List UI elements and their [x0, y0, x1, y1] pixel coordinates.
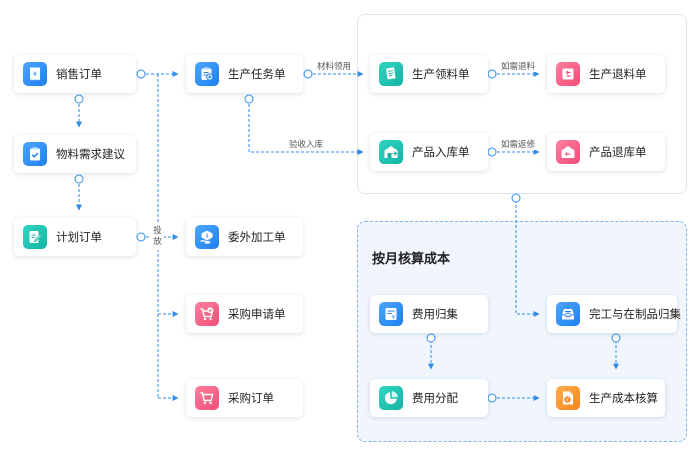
node-product-return-label: 产品退库单	[589, 145, 647, 159]
pie-chart-icon	[379, 386, 403, 410]
edit-document-icon	[23, 225, 47, 249]
edge-label-receipt-inbound: 验收入库	[288, 140, 325, 150]
port-requisition-right	[487, 69, 497, 79]
port-allocation-right	[487, 393, 497, 403]
edge-group-to-wip	[515, 200, 540, 317]
edge-label-issue: 投 放	[151, 224, 164, 250]
svg-text:¥: ¥	[33, 70, 37, 78]
node-expense-collection-label: 费用归集	[412, 307, 458, 321]
task-settings-icon	[195, 62, 219, 86]
node-material-suggestion-label: 物料需求建议	[56, 147, 125, 161]
node-purchase-order-label: 采购订单	[228, 391, 274, 405]
document-yen-icon: ¥	[556, 386, 580, 410]
node-material-return[interactable]: 生产退料单	[547, 55, 665, 93]
node-expense-collection[interactable]: ¥ 费用归集	[370, 295, 488, 333]
hand-box-icon	[195, 225, 219, 249]
node-sales-order-label: 销售订单	[56, 67, 102, 81]
node-material-return-label: 生产退料单	[589, 67, 647, 81]
node-plan-order[interactable]: 计划订单	[14, 218, 136, 256]
node-material-requisition[interactable]: 生产领料单	[370, 55, 488, 93]
port-collection-bottom	[426, 333, 436, 343]
edge-label-issue-char-1: 投	[153, 226, 162, 236]
node-plan-order-label: 计划订单	[56, 230, 102, 244]
node-sales-order[interactable]: ¥ 销售订单	[14, 55, 136, 93]
invoice-yen-icon: ¥	[379, 302, 403, 326]
port-sales-bottom	[74, 94, 84, 104]
node-purchase-request-label: 采购申请单	[228, 307, 286, 321]
cart-check-icon	[195, 302, 219, 326]
node-product-return[interactable]: 产品退库单	[547, 133, 665, 171]
node-production-task[interactable]: 生产任务单	[186, 55, 303, 93]
cart-icon	[195, 386, 219, 410]
node-product-inbound[interactable]: 产品入库单	[370, 133, 488, 171]
receipt-icon: ¥	[23, 62, 47, 86]
node-product-inbound-label: 产品入库单	[412, 145, 470, 159]
node-purchase-request[interactable]: 采购申请单	[186, 295, 303, 333]
warehouse-in-icon	[379, 140, 403, 164]
port-plan-right	[136, 232, 146, 242]
node-cost-accounting[interactable]: ¥ 生产成本核算	[547, 379, 665, 417]
node-wip-collection[interactable]: 完工与在制品归集	[547, 295, 681, 333]
warehouse-return-icon	[556, 140, 580, 164]
port-task-right	[303, 69, 313, 79]
notebook-icon	[379, 62, 403, 86]
cost-group-title: 按月核算成本	[372, 252, 451, 267]
node-outsourcing-label: 委外加工单	[228, 230, 286, 244]
node-production-task-label: 生产任务单	[228, 67, 286, 81]
edge-label-return-material: 如需退料	[500, 62, 537, 72]
node-outsourcing[interactable]: 委外加工单	[186, 218, 303, 256]
node-material-requisition-label: 生产领料单	[412, 67, 470, 81]
edge-label-return-repair: 如需返修	[500, 140, 537, 150]
node-expense-allocation-label: 费用分配	[412, 391, 458, 405]
edge-label-issue-char-2: 放	[153, 237, 162, 247]
inbox-tray-icon	[556, 302, 580, 326]
port-sales-right	[136, 69, 146, 79]
return-box-icon	[556, 62, 580, 86]
port-task-bottom	[244, 94, 254, 104]
node-material-suggestion[interactable]: 物料需求建议	[14, 135, 136, 173]
port-group-bottom	[511, 193, 521, 203]
node-cost-accounting-label: 生产成本核算	[589, 391, 658, 405]
node-purchase-order[interactable]: 采购订单	[186, 379, 303, 417]
port-wip-bottom	[611, 333, 621, 343]
port-inbound-right	[487, 147, 497, 157]
svg-text:¥: ¥	[392, 315, 396, 321]
node-wip-collection-label: 完工与在制品归集	[589, 307, 681, 321]
clipboard-check-icon	[23, 142, 47, 166]
node-expense-allocation[interactable]: 费用分配	[370, 379, 488, 417]
edge-task-to-inbound	[248, 104, 364, 155]
svg-text:¥: ¥	[566, 397, 569, 403]
port-suggestion-bottom	[74, 174, 84, 184]
edge-label-material-requisition: 材料领用	[316, 62, 353, 72]
